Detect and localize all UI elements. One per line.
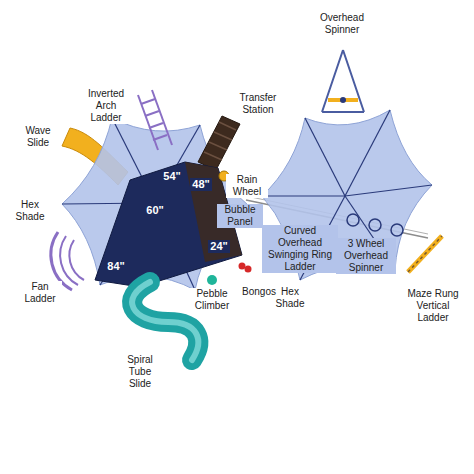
part-label: Fan Ladder bbox=[18, 281, 62, 305]
overhead-spinner-hub bbox=[340, 97, 346, 103]
wheel-spinner bbox=[347, 214, 359, 226]
dimension-label: 48" bbox=[190, 178, 211, 191]
bongo bbox=[239, 263, 246, 270]
dimension-label: 60" bbox=[144, 204, 165, 217]
part-label: Hex Shade bbox=[11, 199, 49, 223]
part-label: Spiral Tube Slide bbox=[116, 354, 164, 390]
pebble-climber bbox=[207, 275, 217, 285]
dimension-label: 24" bbox=[208, 240, 229, 253]
wheel-spinner bbox=[391, 224, 403, 236]
hex-shade bbox=[262, 110, 432, 280]
dimension-label: 54" bbox=[161, 170, 182, 183]
part-label: Rain Wheel bbox=[226, 174, 268, 198]
inverted-arch-ladder bbox=[138, 90, 172, 150]
part-label: Curved Overhead Swinging Ring Ladder bbox=[262, 225, 338, 273]
dimension-label: 84" bbox=[105, 260, 126, 273]
part-label: Overhead Spinner bbox=[313, 12, 371, 36]
part-label: Maze Rung Vertical Ladder bbox=[402, 288, 464, 324]
shade-ribs bbox=[262, 110, 432, 280]
ladder-rail bbox=[138, 95, 158, 150]
maze-rung-ladder bbox=[408, 236, 442, 272]
part-label: Pebble Climber bbox=[187, 288, 237, 312]
transfer-steps bbox=[204, 122, 236, 160]
ladder-rung bbox=[149, 123, 163, 128]
bongo bbox=[245, 266, 252, 273]
overhead-spinner-frame bbox=[322, 50, 364, 112]
part-label: Transfer Station bbox=[230, 92, 286, 116]
part-label: Inverted Arch Ladder bbox=[81, 88, 131, 124]
part-label: 3 Wheel Overhead Spinner bbox=[336, 238, 396, 274]
shade-rib bbox=[305, 118, 345, 196]
ladder-rung bbox=[141, 99, 155, 104]
part-label: Wave Slide bbox=[19, 125, 57, 149]
shade-rib bbox=[345, 110, 390, 196]
part-label: Bongos bbox=[240, 286, 278, 298]
ladder-rail bbox=[152, 90, 172, 145]
overhead-spinner-bar bbox=[328, 98, 358, 102]
fan-ladder bbox=[69, 240, 84, 280]
maze-rung-ladder-rungs bbox=[408, 236, 442, 272]
shade-rib bbox=[262, 195, 345, 196]
wheel-spinner bbox=[369, 219, 381, 231]
shade-rib bbox=[345, 185, 432, 196]
ladder-rung bbox=[145, 111, 159, 116]
ladder-rung bbox=[153, 135, 167, 140]
transfer-station bbox=[198, 116, 240, 170]
part-label: Bubble Panel bbox=[217, 204, 263, 228]
